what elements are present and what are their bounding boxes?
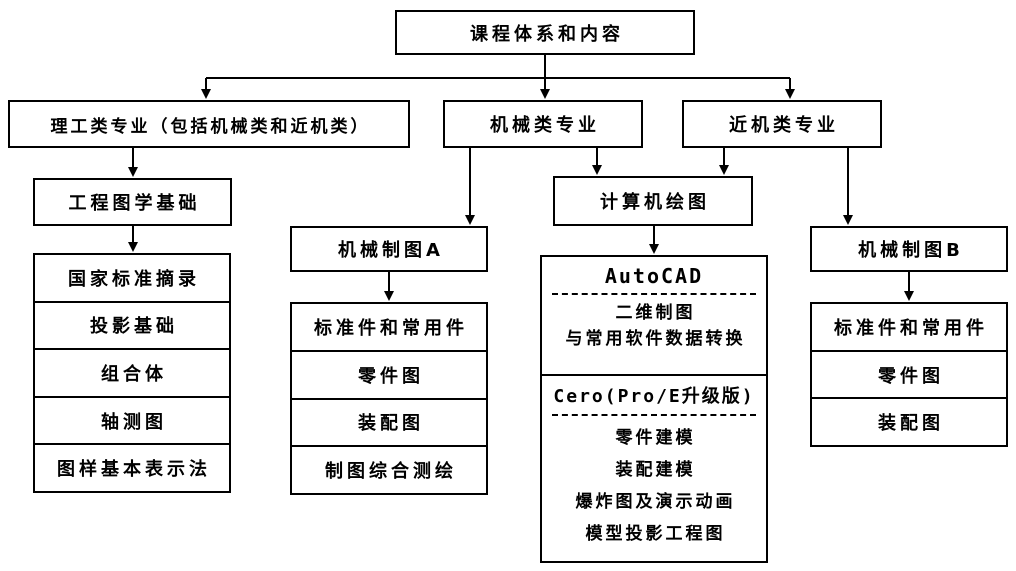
list-item-label: 标准件和常用件 (314, 317, 468, 339)
list-item-label: 装配图 (358, 413, 424, 435)
list-item-label: 装配图 (878, 413, 944, 435)
branch-science-box: 理工类专业（包括机械类和近机类） (8, 100, 410, 148)
mech-drawing-b-label: 机械制图B (858, 240, 964, 261)
list-item: 标准件和常用件 (812, 304, 1006, 350)
list-item: 轴测图 (35, 395, 229, 444)
dashed-divider (552, 414, 756, 416)
engineering-graphics-box: 工程图学基础 (33, 178, 232, 226)
creo-topic: 爆炸图及演示动画 (575, 492, 736, 512)
branch-mechanical-label: 机械类专业 (490, 115, 600, 136)
list-item: 零件图 (292, 349, 486, 398)
list-item: 制图综合测绘 (292, 445, 486, 493)
dashed-divider (552, 293, 756, 295)
mech-drawing-b-box: 机械制图B (810, 226, 1008, 272)
list-item-label: 标准件和常用件 (834, 317, 988, 339)
engineering-graphics-topic-list: 国家标准摘录 投影基础 组合体 轴测图 图样基本表示法 (33, 253, 231, 493)
branch-near-mechanical-box: 近机类专业 (682, 100, 882, 148)
list-item: 装配图 (292, 397, 486, 446)
list-item-label: 零件图 (878, 365, 944, 387)
mech-drawing-a-label: 机械制图A (338, 240, 444, 261)
autocad-section: AutoCAD 二维制图 与常用软件数据转换 (542, 257, 766, 374)
list-item-label: 制图综合测绘 (325, 461, 457, 483)
list-item: 图样基本表示法 (35, 443, 229, 491)
list-item: 投影基础 (35, 300, 229, 349)
list-item: 国家标准摘录 (35, 255, 229, 301)
engineering-graphics-label: 工程图学基础 (68, 193, 201, 214)
computer-graphics-label: 计算机绘图 (600, 192, 710, 213)
list-item-label: 图样基本表示法 (57, 459, 211, 481)
mech-drawing-a-box: 机械制图A (290, 226, 488, 272)
branch-mechanical-box: 机械类专业 (443, 100, 643, 148)
autocad-title: AutoCAD (604, 264, 704, 288)
list-item: 标准件和常用件 (292, 304, 486, 350)
list-item-label: 零件图 (358, 365, 424, 387)
branch-near-mechanical-label: 近机类专业 (729, 115, 839, 136)
autocad-topic: 与常用软件数据转换 (565, 329, 746, 349)
root-title: 课程体系和内容 (470, 23, 624, 45)
creo-topic: 模型投影工程图 (585, 524, 726, 544)
branch-science-label: 理工类专业（包括机械类和近机类） (50, 116, 371, 137)
creo-section: Cero(Pro/E升级版) 零件建模 装配建模 爆炸图及演示动画 模型投影工程… (542, 374, 766, 561)
computer-graphics-box: 计算机绘图 (553, 176, 753, 226)
list-item-label: 轴测图 (101, 411, 167, 433)
list-item-label: 投影基础 (90, 316, 178, 338)
software-detail-box: AutoCAD 二维制图 与常用软件数据转换 Cero(Pro/E升级版) 零件… (540, 255, 768, 563)
mech-drawing-b-topic-list: 标准件和常用件 零件图 装配图 (810, 302, 1008, 447)
list-item-label: 组合体 (101, 363, 167, 385)
mech-drawing-a-topic-list: 标准件和常用件 零件图 装配图 制图综合测绘 (290, 302, 488, 495)
root-box: 课程体系和内容 (395, 10, 695, 55)
creo-title: Cero(Pro/E升级版) (553, 386, 755, 407)
list-item-label: 国家标准摘录 (68, 268, 200, 290)
list-item: 零件图 (812, 349, 1006, 398)
list-item: 组合体 (35, 348, 229, 396)
creo-topic: 装配建模 (615, 460, 696, 480)
autocad-topic: 二维制图 (615, 303, 696, 323)
list-item: 装配图 (812, 397, 1006, 445)
creo-topic: 零件建模 (615, 428, 696, 448)
